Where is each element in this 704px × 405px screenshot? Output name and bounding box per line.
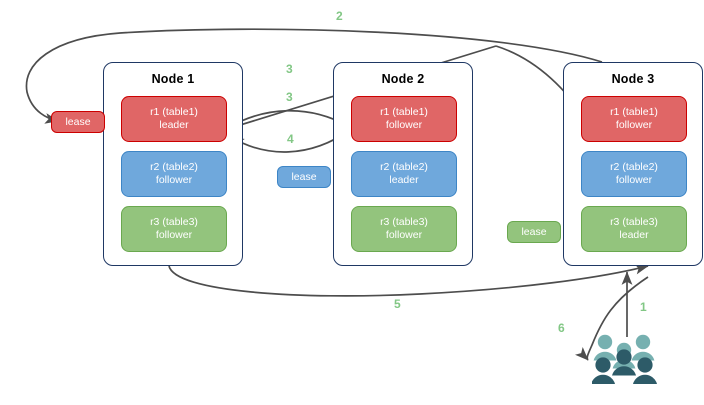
lease-pill-r3[interactable]: lease xyxy=(507,221,561,243)
replica-role: follower xyxy=(615,174,653,186)
replica-chip-r1[interactable]: r1 (table1) leader xyxy=(121,96,227,142)
replica-chip-r1[interactable]: r1 (table1) follower xyxy=(581,96,687,142)
step-label-4: 4 xyxy=(287,132,294,146)
node-card-2[interactable]: Node 2 r1 (table1) follower r2 (table2) … xyxy=(333,62,473,266)
replica-chip-r3[interactable]: r3 (table3) follower xyxy=(351,206,457,252)
replica-name: r3 (table3) xyxy=(380,216,428,228)
replica-role: follower xyxy=(385,119,423,131)
edge-step-5 xyxy=(168,263,649,297)
replica-chip-r2[interactable]: r2 (table2) follower xyxy=(581,151,687,197)
step-label-3-b: 3 xyxy=(286,90,293,104)
replica-chip-r3[interactable]: r3 (table3) leader xyxy=(581,206,687,252)
replica-role: follower xyxy=(155,229,193,241)
step-label-6: 6 xyxy=(558,321,565,335)
replica-chip-r3[interactable]: r3 (table3) follower xyxy=(121,206,227,252)
node-card-3[interactable]: Node 3 r1 (table1) follower r2 (table2) … xyxy=(563,62,703,266)
users-icon xyxy=(592,334,657,384)
replica-role: follower xyxy=(155,174,193,186)
replica-name: r1 (table1) xyxy=(150,106,198,118)
node-card-1[interactable]: Node 1 r1 (table1) leader r2 (table2) fo… xyxy=(103,62,243,266)
replica-chip-r2[interactable]: r2 (table2) follower xyxy=(121,151,227,197)
replica-name: r1 (table1) xyxy=(610,106,658,118)
replica-name: r2 (table2) xyxy=(380,161,428,173)
step-label-2: 2 xyxy=(336,9,343,23)
replica-chip-r1[interactable]: r1 (table1) follower xyxy=(351,96,457,142)
lease-pill-r2[interactable]: lease xyxy=(277,166,331,188)
replica-chip-r2[interactable]: r2 (table2) leader xyxy=(351,151,457,197)
step-label-5: 5 xyxy=(394,297,401,311)
replica-name: r3 (table3) xyxy=(150,216,198,228)
node-title: Node 3 xyxy=(611,72,655,86)
replica-role: follower xyxy=(615,119,653,131)
step-label-1: 1 xyxy=(640,300,647,314)
replica-name: r2 (table2) xyxy=(610,161,658,173)
node-title: Node 1 xyxy=(151,72,195,86)
replica-role: leader xyxy=(619,229,649,241)
replica-role: leader xyxy=(389,174,419,186)
replica-role: follower xyxy=(385,229,423,241)
replica-role: leader xyxy=(159,119,189,131)
replica-name: r3 (table3) xyxy=(610,216,658,228)
replica-name: r2 (table2) xyxy=(150,161,198,173)
node-title: Node 2 xyxy=(381,72,425,86)
replica-name: r1 (table1) xyxy=(380,106,428,118)
step-label-3-a: 3 xyxy=(286,62,293,76)
lease-pill-r1[interactable]: lease xyxy=(51,111,105,133)
